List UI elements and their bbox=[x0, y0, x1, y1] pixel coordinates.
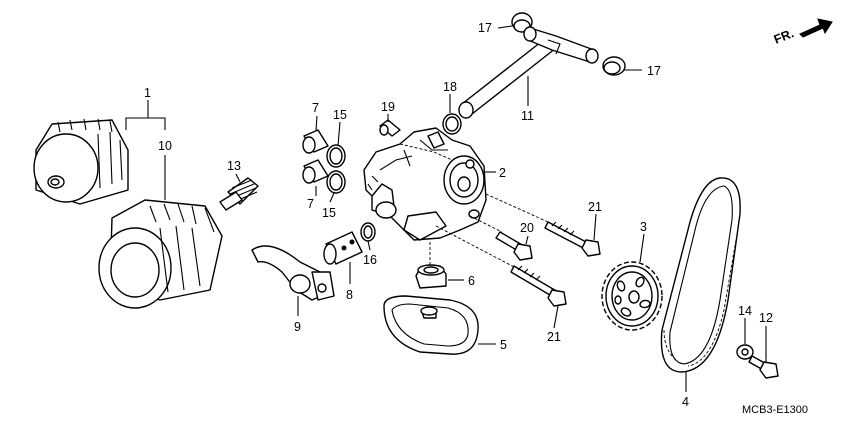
bolt-21-upper bbox=[544, 213, 601, 257]
leader-16 bbox=[367, 240, 371, 251]
callout-14: 14 bbox=[738, 304, 752, 318]
bolt-21-lower-guide bbox=[435, 225, 517, 269]
callout-15-bottom: 15 bbox=[322, 206, 336, 220]
callout-21-upper: 21 bbox=[588, 200, 602, 214]
dowel-collars bbox=[302, 115, 329, 196]
bolt-12 bbox=[748, 326, 779, 379]
callout-12: 12 bbox=[759, 311, 773, 325]
callout-16: 16 bbox=[363, 253, 377, 267]
leader-15-bottom bbox=[329, 192, 335, 203]
callout-21-lower: 21 bbox=[547, 330, 561, 344]
o-ring-16 bbox=[360, 222, 376, 251]
callout-1: 1 bbox=[144, 86, 151, 100]
washer-14 bbox=[736, 318, 754, 360]
callout-13: 13 bbox=[227, 159, 241, 173]
o-ring-18 bbox=[442, 94, 462, 135]
o-rings-15 bbox=[326, 121, 346, 203]
leader-20 bbox=[525, 235, 529, 245]
leader-1-branch bbox=[125, 117, 166, 130]
callout-6: 6 bbox=[468, 274, 475, 288]
callout-3: 3 bbox=[640, 220, 647, 234]
callout-labels: 1 10 13 9 8 16 7 7 15 15 19 18 17 17 11 … bbox=[144, 21, 773, 409]
leader-17-top bbox=[497, 25, 513, 29]
leader-21-lower bbox=[553, 305, 559, 329]
callout-7-bottom: 7 bbox=[307, 197, 314, 211]
front-direction-label: FR. bbox=[772, 26, 796, 47]
callout-17-right: 17 bbox=[647, 64, 661, 78]
callout-19: 19 bbox=[381, 100, 395, 114]
leader-21-upper bbox=[593, 213, 597, 241]
oil-pump-sprocket bbox=[601, 233, 663, 331]
diagram-code: MCB3-E1300 bbox=[742, 404, 808, 416]
callout-15-top: 15 bbox=[333, 108, 347, 122]
oil-seal-6 bbox=[415, 264, 464, 289]
callout-4: 4 bbox=[682, 395, 689, 409]
callout-18: 18 bbox=[443, 80, 457, 94]
callout-2: 2 bbox=[499, 166, 506, 180]
hose-elbow bbox=[251, 245, 335, 316]
bolt-20-guide bbox=[469, 215, 503, 233]
dowel-pin bbox=[379, 114, 401, 137]
oil-pump-body bbox=[363, 127, 496, 241]
oil-strainer bbox=[383, 295, 496, 355]
oil-pipe bbox=[458, 26, 599, 119]
callout-20: 20 bbox=[520, 221, 534, 235]
oil-filter-small bbox=[33, 118, 129, 205]
bolt-20 bbox=[495, 231, 533, 261]
oil-filter-large bbox=[98, 199, 223, 309]
leader-13 bbox=[235, 173, 241, 183]
leader-7-top bbox=[315, 115, 318, 131]
callout-11: 11 bbox=[521, 109, 534, 123]
callout-10: 10 bbox=[158, 139, 172, 153]
callout-7-top: 7 bbox=[312, 101, 319, 115]
oil-filter-bolt bbox=[219, 173, 259, 211]
leader-3 bbox=[639, 233, 645, 263]
leader-15-top bbox=[337, 121, 341, 147]
oil-pump-drive-chain bbox=[660, 177, 741, 392]
front-arrow-icon bbox=[799, 18, 833, 38]
callout-9: 9 bbox=[294, 320, 301, 334]
bolt-21-upper-guide bbox=[485, 193, 549, 223]
bolt-21-lower bbox=[510, 265, 567, 329]
callout-8: 8 bbox=[346, 288, 353, 302]
front-direction-marker: FR. bbox=[772, 18, 833, 47]
callout-5: 5 bbox=[500, 338, 507, 352]
callout-17-top: 17 bbox=[478, 21, 492, 35]
oil-pipe-fitting bbox=[323, 231, 363, 284]
